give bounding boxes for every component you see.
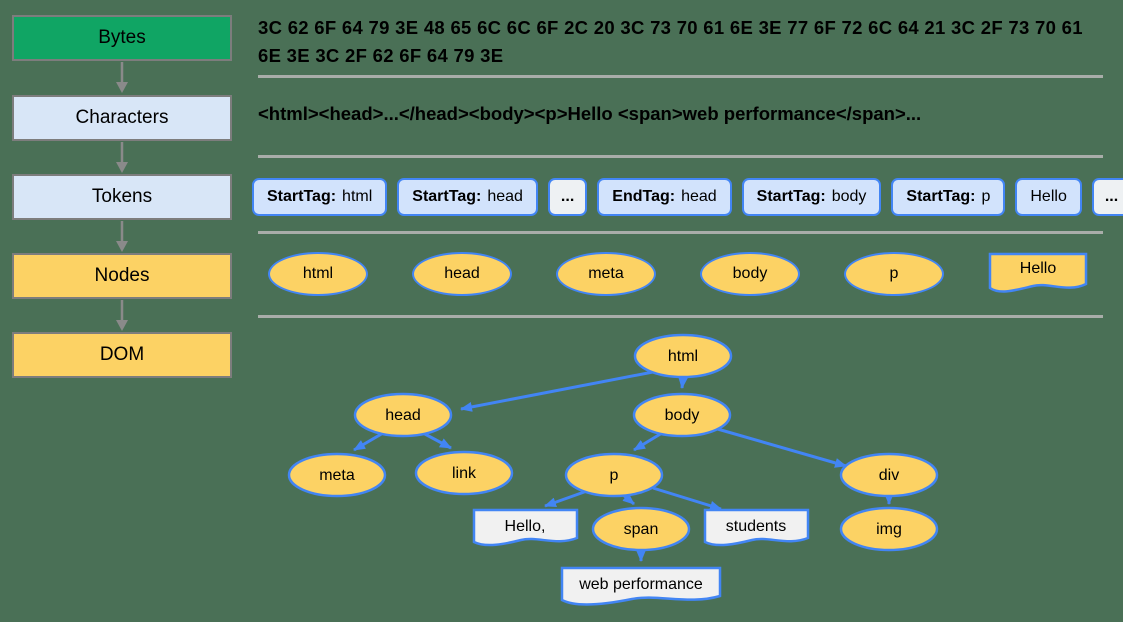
stage-bytes-label: Bytes <box>98 27 146 48</box>
nodes-row: html head meta body p Hello <box>268 252 1088 296</box>
token-endtag-head: EndTag: head <box>597 178 732 216</box>
edge-body-div <box>713 426 847 468</box>
dom-node-img: img <box>839 506 939 552</box>
divider <box>258 75 1103 78</box>
dom-node-label: body <box>665 407 700 424</box>
dom-node-label: meta <box>319 467 355 484</box>
arrow-down-icon <box>116 142 128 173</box>
stage-dom-label: DOM <box>99 344 145 365</box>
byte-stream: 3C 62 6F 64 79 3E 48 65 6C 6C 6F 2C 20 3… <box>258 14 1083 70</box>
token-kind: StartTag: <box>412 188 482 205</box>
token-value: head <box>487 188 523 205</box>
node-body: body <box>700 252 800 296</box>
token-kind: StartTag: <box>267 188 337 205</box>
dom-node-link: link <box>414 450 514 496</box>
edge-p-students <box>652 486 722 511</box>
divider <box>258 315 1103 318</box>
dom-textnode-students: students <box>703 508 810 547</box>
dom-node-div: div <box>839 452 939 498</box>
divider <box>258 231 1103 234</box>
dom-node-meta: meta <box>287 452 387 498</box>
token-value: p <box>981 188 991 205</box>
dom-node-label: img <box>876 521 902 538</box>
dom-textnode-label: students <box>726 518 786 535</box>
dom-node-label: span <box>624 521 659 538</box>
textnode-shape <box>988 252 1088 293</box>
textnode-label: Hello <box>1019 260 1057 277</box>
token-kind: StartTag: <box>756 188 826 205</box>
token-kind: StartTag: <box>906 188 976 205</box>
dom-node-html: html <box>633 333 733 379</box>
stage-nodes-label: Nodes <box>94 265 150 286</box>
byte-stream-line2: 6E 3E 3C 2F 62 6F 64 79 3E <box>258 45 504 66</box>
dom-node-label: link <box>452 465 477 482</box>
token-kind: EndTag: <box>612 188 676 205</box>
token-starttag-p: StartTag: p <box>891 178 1006 216</box>
token-value: Hello <box>1030 188 1067 205</box>
edge-head-meta <box>353 431 384 452</box>
token-starttag-body: StartTag: body <box>741 178 882 216</box>
stage-characters-label: Characters <box>75 107 169 128</box>
token-starttag-head: StartTag: head <box>397 178 538 216</box>
edge-html-body <box>678 376 689 389</box>
edge-p-hello <box>544 489 588 508</box>
node-html: html <box>268 252 368 296</box>
dom-node-head: head <box>353 392 453 438</box>
token-value: ... <box>1104 188 1119 205</box>
tokens-row: StartTag: html StartTag: head ... EndTag… <box>252 178 1123 216</box>
token-text-hello: Hello <box>1015 178 1082 216</box>
dom-textnode-web-performance: web performance <box>560 566 722 606</box>
arrow-down-icon <box>116 221 128 252</box>
byte-stream-line1: 3C 62 6F 64 79 3E 48 65 6C 6C 6F 2C 20 3… <box>258 17 1083 38</box>
edge-head-link <box>422 431 452 450</box>
token-value: html <box>342 188 373 205</box>
dom-node-label: p <box>610 467 619 484</box>
stage-tokens-label: Tokens <box>91 186 153 207</box>
stage-dom: DOM <box>12 332 232 378</box>
token-starttag-html: StartTag: html <box>252 178 388 216</box>
token-value: ... <box>560 188 575 205</box>
arrow-down-icon <box>116 300 128 331</box>
token-value: body <box>831 188 867 205</box>
dom-node-label: div <box>879 467 899 484</box>
token-ellipsis: ... <box>1091 178 1123 216</box>
dom-node-body: body <box>632 392 732 438</box>
node-meta: meta <box>556 252 656 296</box>
dom-textnode-hello: Hello, <box>472 508 579 547</box>
edge-html-head <box>460 370 654 412</box>
node-head: head <box>412 252 512 296</box>
edge-body-p <box>633 431 663 452</box>
stage-bytes: Bytes <box>12 15 232 61</box>
dom-node-label: html <box>668 348 698 365</box>
token-ellipsis: ... <box>547 178 588 216</box>
stage-nodes: Nodes <box>12 253 232 299</box>
dom-node-label: head <box>385 407 421 424</box>
dom-textnode-label: web performance <box>578 576 703 593</box>
dom-textnode-label: Hello, <box>505 518 546 535</box>
arrow-down-icon <box>116 62 128 93</box>
dom-tree: html head body meta link p div span <box>287 333 939 606</box>
dom-node-p: p <box>564 452 664 498</box>
dom-node-span: span <box>591 506 691 552</box>
stage-characters: Characters <box>12 95 232 141</box>
stage-tokens: Tokens <box>12 174 232 220</box>
node-text-hello: Hello <box>988 252 1088 296</box>
token-value: head <box>681 188 717 205</box>
character-stream: <html><head>...</head><body><p>Hello <sp… <box>258 103 922 124</box>
divider <box>258 155 1103 158</box>
node-p: p <box>844 252 944 296</box>
